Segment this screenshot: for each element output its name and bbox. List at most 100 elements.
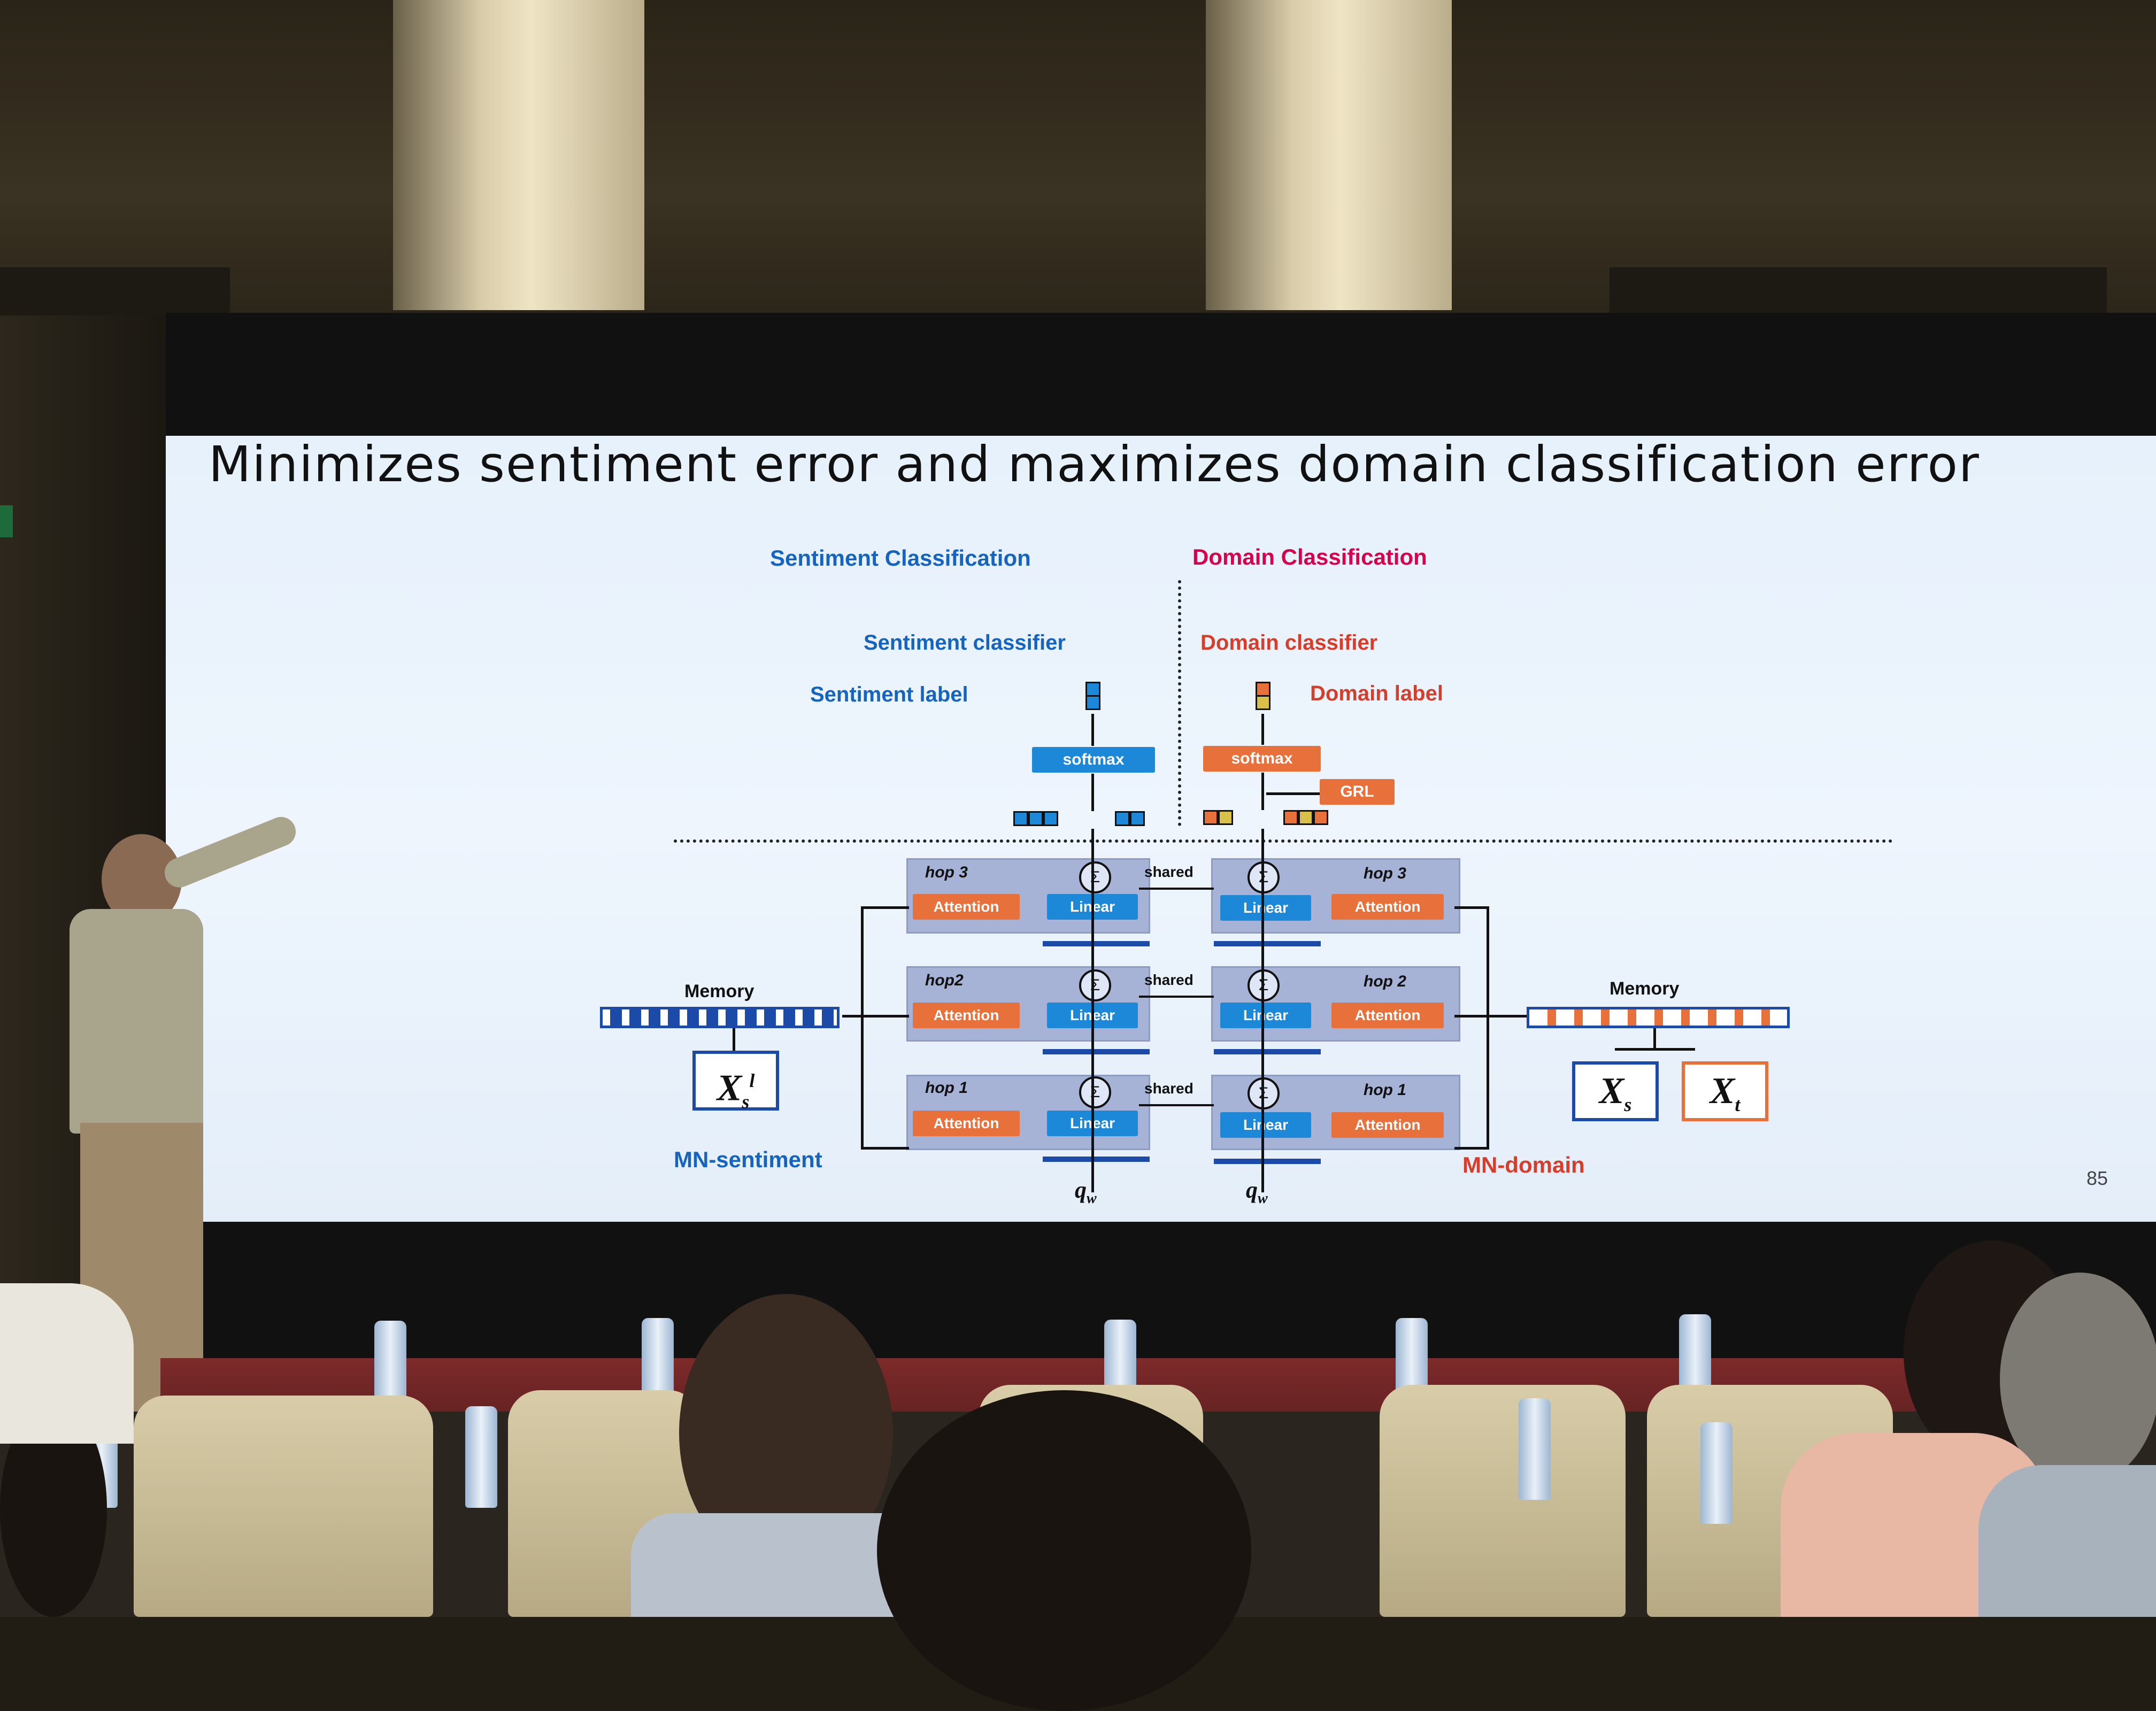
- memory-left-tape: [600, 1007, 840, 1028]
- linear-box: Linear: [1220, 1112, 1311, 1138]
- right-memory-feed: [1454, 906, 1489, 909]
- grl-box: GRL: [1320, 779, 1395, 805]
- audience-chair: [1380, 1385, 1626, 1617]
- hop3-right-label: hop 3: [1364, 865, 1406, 882]
- shared-label: shared: [1144, 972, 1194, 988]
- hop-output-bar: [1043, 1157, 1150, 1162]
- sentiment-vector: [1013, 811, 1184, 826]
- qw-right-text: qw: [1246, 1177, 1268, 1207]
- sum-node: Σ: [1079, 1076, 1111, 1108]
- domain-output-square: [1256, 695, 1270, 710]
- hop1-left-label: hop 1: [925, 1079, 968, 1097]
- presenter-shirt: [70, 909, 203, 1134]
- memory-left-label: Memory: [684, 981, 754, 1001]
- architecture-diagram: Sentiment Classification Domain Classifi…: [166, 436, 2156, 1222]
- hop-output-bar: [1043, 1049, 1150, 1054]
- sentiment-output-square: [1085, 682, 1100, 697]
- left-stack-spine: [1091, 829, 1094, 1192]
- left-memory-feed: [861, 1015, 909, 1018]
- sum-node: Σ: [1079, 969, 1111, 1001]
- right-memory-feed: [1454, 1147, 1489, 1150]
- qw-left: qw: [1075, 1176, 1097, 1207]
- shared-arrow: [1139, 888, 1214, 890]
- attention-box: Attention: [913, 1003, 1020, 1028]
- hop-output-bar: [1214, 1049, 1321, 1054]
- xt-symbol: X: [1710, 1070, 1735, 1112]
- domain-label-text: Domain label: [1310, 682, 1443, 705]
- sentiment-classification-header: Sentiment Classification: [770, 545, 1031, 571]
- memory-right-input-line: [1653, 1028, 1656, 1050]
- xt-input-box: Xt: [1682, 1061, 1768, 1121]
- slide-title: Minimizes sentiment error and maximizes …: [209, 436, 1980, 493]
- right-memory-feed: [1487, 906, 1489, 1150]
- slide: Minimizes sentiment error and maximizes …: [166, 436, 2156, 1222]
- arrow-line: [1261, 773, 1264, 810]
- mn-domain-label: MN-domain: [1462, 1152, 1585, 1177]
- domain-classification-header: Domain Classification: [1192, 544, 1427, 569]
- qw-right: qw: [1246, 1176, 1268, 1207]
- vertical-divider: [1178, 580, 1181, 826]
- horizontal-divider: [674, 839, 1893, 843]
- memory-right-tape: [1527, 1007, 1790, 1028]
- left-memory-feed: [861, 906, 909, 909]
- arrow-line: [1261, 714, 1264, 745]
- sum-node: Σ: [1079, 861, 1111, 893]
- hop-output-bar: [1043, 941, 1150, 946]
- arrow-line: [1091, 774, 1094, 811]
- left-memory-feed: [842, 1015, 864, 1018]
- linear-box: Linear: [1220, 895, 1311, 921]
- beam-right: [1610, 267, 2107, 315]
- right-memory-feed: [1489, 1015, 1527, 1018]
- memory-right-label: Memory: [1610, 978, 1680, 999]
- arrow-line: [1091, 714, 1094, 746]
- mn-sentiment-label: MN-sentiment: [674, 1147, 822, 1172]
- exit-sign: [0, 505, 13, 537]
- qw-left-text: qw: [1075, 1177, 1097, 1207]
- sentiment-output-square: [1085, 695, 1100, 710]
- audience-head: [2000, 1273, 2156, 1486]
- xs-l-input-box: Xsl: [692, 1051, 779, 1112]
- attention-box: Attention: [1331, 1112, 1444, 1138]
- grl-arrow: [1266, 792, 1320, 795]
- hop1-right-label: hop 1: [1364, 1081, 1406, 1099]
- sentiment-classifier-label: Sentiment classifier: [864, 631, 1066, 654]
- xs-l-symbol: X: [717, 1067, 742, 1109]
- softmax-sentiment-box: softmax: [1032, 747, 1155, 773]
- linear-box: Linear: [1220, 1003, 1311, 1028]
- left-memory-feed: [861, 1147, 909, 1150]
- softmax-domain-box: softmax: [1203, 746, 1321, 772]
- audience-head-foreground: [877, 1390, 1251, 1711]
- water-bottle: [1519, 1398, 1551, 1500]
- audience-shoulders: [0, 1283, 134, 1444]
- attention-box: Attention: [1331, 1003, 1444, 1028]
- water-bottle: [465, 1406, 497, 1508]
- right-memory-feed: [1454, 1015, 1489, 1018]
- attention-box: Attention: [1331, 894, 1444, 920]
- xs-symbol: X: [1599, 1070, 1624, 1112]
- pillar-right: [1206, 0, 1452, 310]
- shared-arrow: [1139, 1104, 1214, 1106]
- hop2-right-label: hop 2: [1364, 973, 1406, 990]
- attention-box: Attention: [913, 894, 1020, 920]
- shared-arrow: [1139, 996, 1214, 998]
- right-stack-spine: [1261, 829, 1264, 1192]
- hop3-left-label: hop 3: [925, 864, 968, 881]
- audience-chair: [134, 1396, 433, 1617]
- xs-input-box: Xs: [1572, 1061, 1659, 1121]
- attention-box: Attention: [913, 1111, 1020, 1136]
- shared-label: shared: [1144, 864, 1194, 880]
- hop2-left-label: hop2: [925, 972, 964, 989]
- hop-output-bar: [1214, 941, 1321, 946]
- sentiment-label-text: Sentiment label: [810, 683, 968, 706]
- left-memory-feed: [861, 906, 864, 1150]
- water-bottle: [1700, 1422, 1732, 1524]
- beam-left: [0, 267, 230, 315]
- audience-shoulders: [1978, 1465, 2156, 1617]
- pillar-left: [393, 0, 644, 310]
- domain-classifier-label: Domain classifier: [1200, 631, 1378, 654]
- slide-number: 85: [2086, 1167, 2108, 1189]
- domain-vector: [1203, 810, 1374, 825]
- memory-left-input-line: [733, 1028, 735, 1060]
- domain-output-square: [1256, 682, 1270, 697]
- shared-label: shared: [1144, 1080, 1194, 1097]
